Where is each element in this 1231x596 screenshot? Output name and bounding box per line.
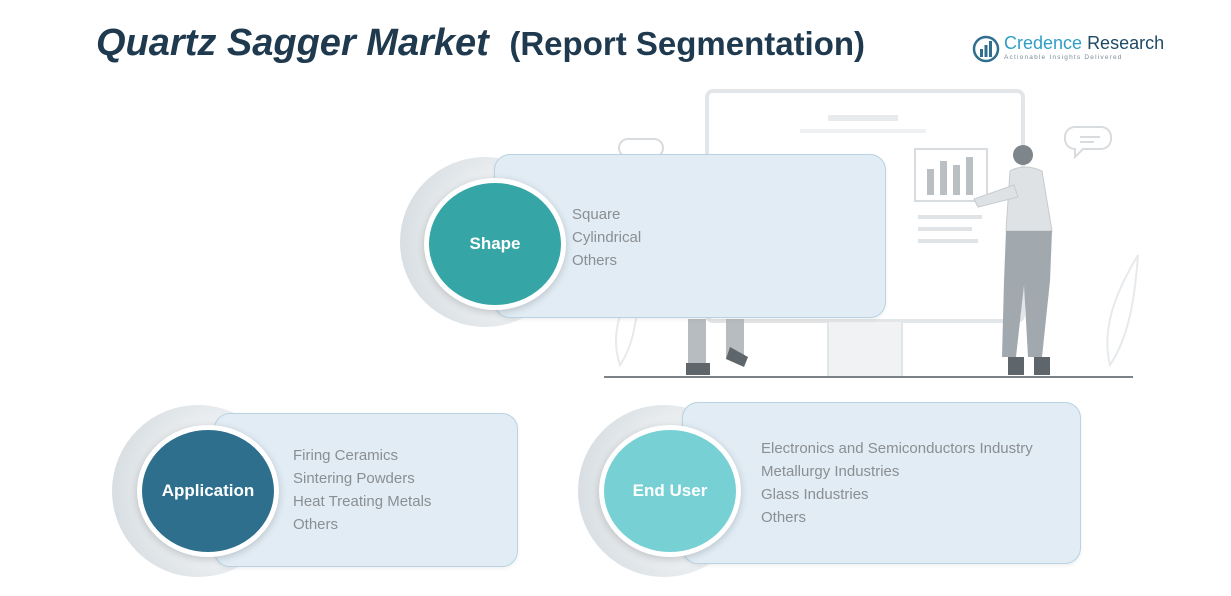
title-main: Quartz Sagger Market bbox=[96, 22, 489, 64]
logo-name: Credence Research bbox=[1004, 33, 1164, 54]
end-user-label: End User bbox=[632, 481, 708, 500]
application-item-others: Others bbox=[293, 516, 339, 533]
application-item-firing-ceramics: Firing Ceramics bbox=[293, 447, 399, 464]
logo-chart-icon bbox=[972, 35, 1000, 63]
application-label: Application bbox=[161, 481, 255, 500]
end-user-item-glass: Glass Industries bbox=[761, 486, 869, 503]
shape-items: Square Cylindrical Others bbox=[572, 203, 641, 272]
shape-item-cylindrical: Cylindrical bbox=[572, 229, 642, 246]
end-user-item-electronics: Electronics and Semiconductors Industry bbox=[761, 440, 1033, 457]
end-user-items: Electronics and Semiconductors Industry … bbox=[761, 437, 1033, 529]
application-circle: Application bbox=[137, 425, 279, 557]
application-item-sintering-powders: Sintering Powders bbox=[293, 470, 415, 487]
end-user-circle: End User bbox=[599, 425, 741, 557]
end-user-card bbox=[682, 402, 1081, 564]
end-user-item-others: Others bbox=[761, 509, 807, 526]
end-user-item-metallurgy: Metallurgy Industries bbox=[761, 463, 900, 480]
logo-name-part2: Research bbox=[1087, 33, 1165, 53]
shape-label: Shape bbox=[469, 234, 521, 253]
logo-name-part1: Credence bbox=[1004, 33, 1083, 53]
shape-item-square: Square bbox=[572, 206, 621, 223]
page-title: Quartz Sagger Market (Report Segmentatio… bbox=[96, 22, 865, 65]
shape-circle: Shape bbox=[424, 178, 566, 310]
shape-item-others: Others bbox=[572, 252, 618, 269]
logo-tagline: Actionable Insights Delivered bbox=[1004, 54, 1123, 61]
application-items: Firing Ceramics Sintering Powders Heat T… bbox=[293, 444, 431, 536]
application-item-heat-treating-metals: Heat Treating Metals bbox=[293, 493, 432, 510]
title-subtitle: (Report Segmentation) bbox=[509, 25, 866, 62]
credence-research-logo: Credence Research Actionable Insights De… bbox=[972, 33, 1164, 69]
